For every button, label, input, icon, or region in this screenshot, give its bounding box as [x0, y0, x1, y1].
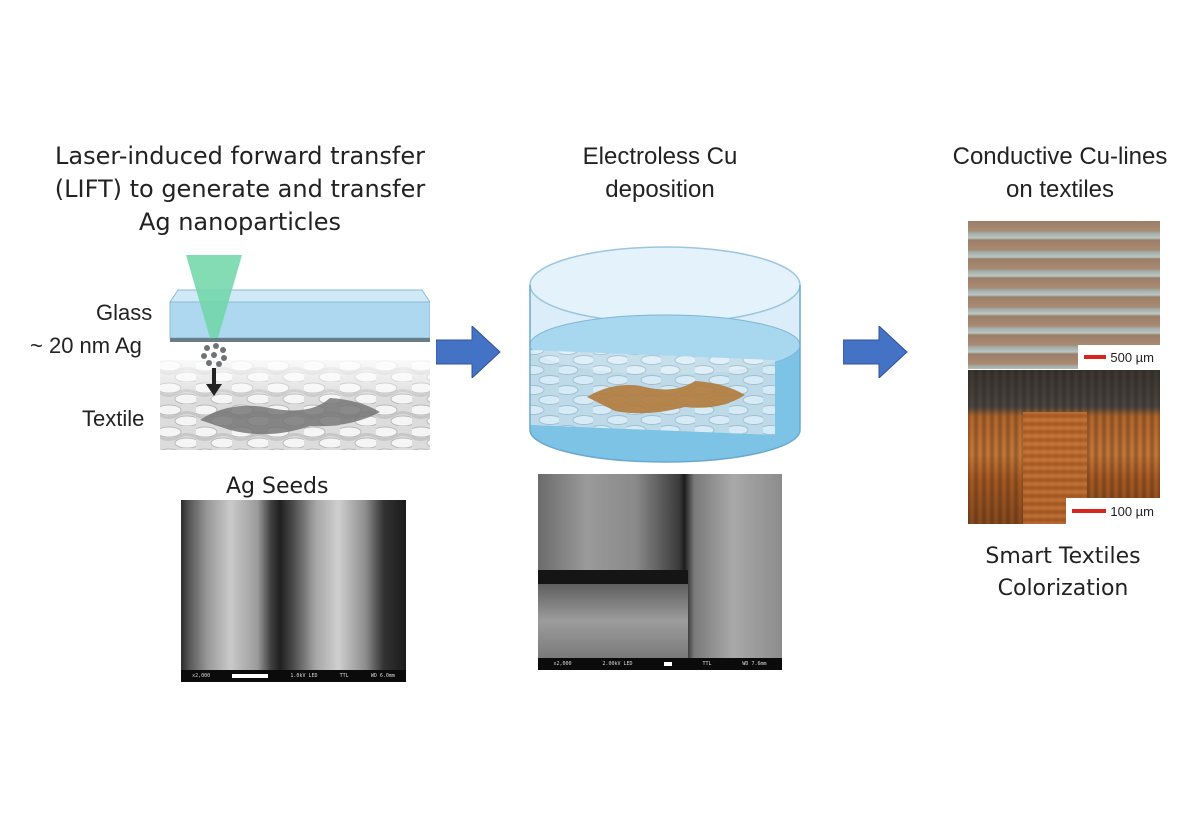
process-arrow-2-icon	[843, 326, 908, 378]
silver-pattern	[200, 398, 380, 435]
cu-sem-gap	[538, 570, 688, 584]
conductive-title: Conductive Cu-lines on textiles	[952, 143, 1168, 203]
nanoparticles	[201, 343, 227, 367]
scale-bar-500: 500 µm	[1078, 345, 1160, 369]
transfer-arrow-icon	[206, 368, 222, 396]
cu-sem-lower-fiber	[538, 584, 688, 658]
ag-seeds-label: Ag Seeds	[226, 474, 329, 499]
scale-bar-line	[1084, 355, 1107, 359]
electroless-beaker	[529, 246, 801, 463]
lift-title: Laser-induced forward transfer (LIFT) to…	[54, 142, 426, 236]
copper-pattern	[587, 381, 745, 414]
textile-label: Textile	[82, 406, 145, 431]
applications-text: Smart Textiles Colorization	[985, 544, 1141, 601]
process-arrow-1-icon	[436, 326, 501, 378]
glass-label: Glass	[96, 300, 153, 325]
silver-layer-label: ~ 20 nm Ag	[30, 333, 142, 358]
cu-weave-closeup-image: 100 µm	[968, 370, 1160, 524]
scale-bar-line-2	[1072, 509, 1107, 513]
laser-beam	[186, 255, 242, 338]
glass-slide	[169, 289, 430, 342]
lift-illustration	[160, 255, 430, 450]
scale-bar-100: 100 µm	[1066, 498, 1160, 524]
cu-lines-stripes-image: 500 µm	[968, 221, 1160, 369]
textile-weave	[160, 360, 430, 450]
silver-film	[170, 338, 430, 342]
electroless-title: Electroless Cu deposition	[582, 143, 738, 203]
